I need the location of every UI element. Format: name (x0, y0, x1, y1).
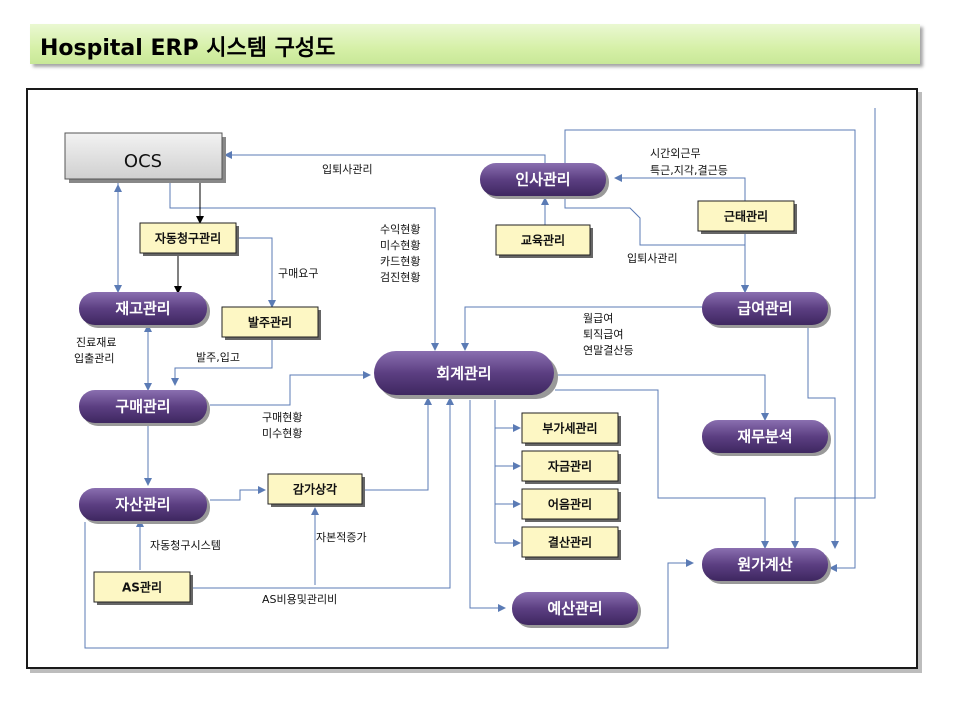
yellow-boxes: 근태관리 교육관리 자동청구관리 발주관리 부가세관리 자금관리 (93, 200, 797, 605)
node-jadong: 자동청구관리 (139, 222, 239, 256)
label-asbiyong: AS비용및관리비 (262, 593, 337, 606)
node-gumae: 구매관리 (79, 390, 210, 426)
title-bar: Hospital ERP 시스템 구성도 (30, 24, 920, 64)
node-hoegye: 회계관리 (374, 351, 558, 399)
line-jadong-balju (237, 237, 276, 308)
edge-labels: 입퇴사관리 시간외근무 특근,지각,결근등 수익현황 미수현황 카드현황 검진현… (74, 147, 728, 606)
line-gumae-hoegye (210, 371, 371, 406)
line-geuntae-to-insa (614, 174, 746, 203)
node-yesan: 예산관리 (512, 592, 641, 628)
bugase-label: 부가세관리 (542, 421, 597, 436)
jaemu-label: 재무분석 (737, 428, 792, 446)
page-title: Hospital ERP 시스템 구성도 (40, 36, 336, 61)
line-hoegye-down (469, 400, 506, 612)
geubyeo-label: 급여관리 (737, 300, 792, 318)
gumae-label: 구매관리 (115, 398, 170, 416)
node-gamga: 감가상각 (267, 473, 365, 507)
node-geuntae: 근태관리 (697, 200, 797, 234)
node-jageum: 자금관리 (521, 450, 621, 484)
gamga-label: 감가상각 (293, 482, 337, 497)
node-bugase: 부가세관리 (521, 412, 621, 446)
jasan-label: 자산관리 (115, 496, 170, 514)
node-wonga: 원가계산 (702, 548, 831, 584)
node-gyoyuk: 교육관리 (495, 224, 593, 258)
label-gumaehh-1: 구매현황 (262, 411, 302, 424)
label-gumaeyogu: 구매요구 (278, 267, 318, 280)
line-hoegye-wonga (555, 389, 769, 549)
line-geubyeo-wonga (807, 322, 839, 549)
wonga-label: 원가계산 (737, 556, 792, 574)
insa-label: 인사관리 (515, 171, 570, 189)
line-jasan-wonga (84, 522, 694, 649)
label-suik-3: 카드현황 (380, 255, 420, 268)
as-label: AS관리 (122, 580, 162, 595)
line-top-loop (564, 129, 856, 572)
label-wol-2: 퇴직급여 (583, 328, 623, 341)
line-gamga-hoegye (365, 397, 432, 491)
label-suik-4: 검진현황 (380, 271, 420, 284)
pill-nodes: 인사관리 재고관리 급여관리 회계관리 구매관리 재무분석 (79, 163, 831, 628)
balju-label: 발주관리 (248, 315, 292, 330)
node-jaemu: 재무분석 (702, 420, 831, 456)
label-sigan-1: 시간외근무 (650, 147, 701, 160)
label-gumaehh-2: 미수현황 (262, 427, 302, 440)
jaego-label: 재고관리 (115, 300, 170, 318)
node-as: AS관리 (93, 571, 193, 605)
yesan-label: 예산관리 (547, 600, 602, 618)
line-outer-right (169, 180, 439, 351)
node-jaego: 재고관리 (79, 292, 210, 328)
node-jasan: 자산관리 (79, 488, 210, 524)
gyoyuk-label: 교육관리 (521, 233, 565, 248)
label-jabon: 자본적증가 (316, 531, 367, 544)
line-hoegye-jaemu (555, 374, 769, 421)
geuntae-label: 근태관리 (724, 209, 768, 224)
label-jadongsys: 자동청구시스템 (150, 539, 221, 552)
label-wol-1: 월급여 (583, 312, 613, 325)
line-balju-gumae (171, 340, 273, 386)
hoegye-label: 회계관리 (436, 365, 491, 383)
label-sigan-2: 특근,지각,결근등 (650, 164, 728, 177)
label-jinryo-1: 진료재료 (76, 336, 116, 349)
label-ipteo-2: 입퇴사관리 (627, 252, 678, 265)
line-jasan-gamga (210, 486, 266, 501)
label-suik-1: 수익현황 (380, 223, 420, 236)
label-suik-2: 미수현황 (380, 239, 420, 252)
ocs-label: OCS (124, 151, 162, 172)
node-balju: 발주관리 (221, 306, 321, 340)
label-baljuipgo: 발주,입고 (196, 351, 240, 364)
jadong-label: 자동청구관리 (155, 231, 221, 246)
jageum-label: 자금관리 (548, 459, 592, 474)
label-jinryo-2: 입출관리 (74, 352, 114, 365)
node-insa: 인사관리 (480, 163, 609, 199)
eoeum-label: 어음관리 (548, 497, 592, 512)
ocs-box: OCS (64, 132, 226, 183)
node-eoeum: 어음관리 (521, 488, 621, 522)
line-geubyeo-hoegye (461, 306, 728, 351)
node-geubyeo: 급여관리 (702, 292, 831, 328)
node-gyeolsan: 결산관리 (521, 526, 621, 560)
line-as-hoegye (192, 397, 454, 589)
label-ipteo-1: 입퇴사관리 (322, 163, 373, 176)
gyeolsan-label: 결산관리 (548, 535, 592, 550)
label-wol-3: 연말결산등 (583, 344, 634, 357)
